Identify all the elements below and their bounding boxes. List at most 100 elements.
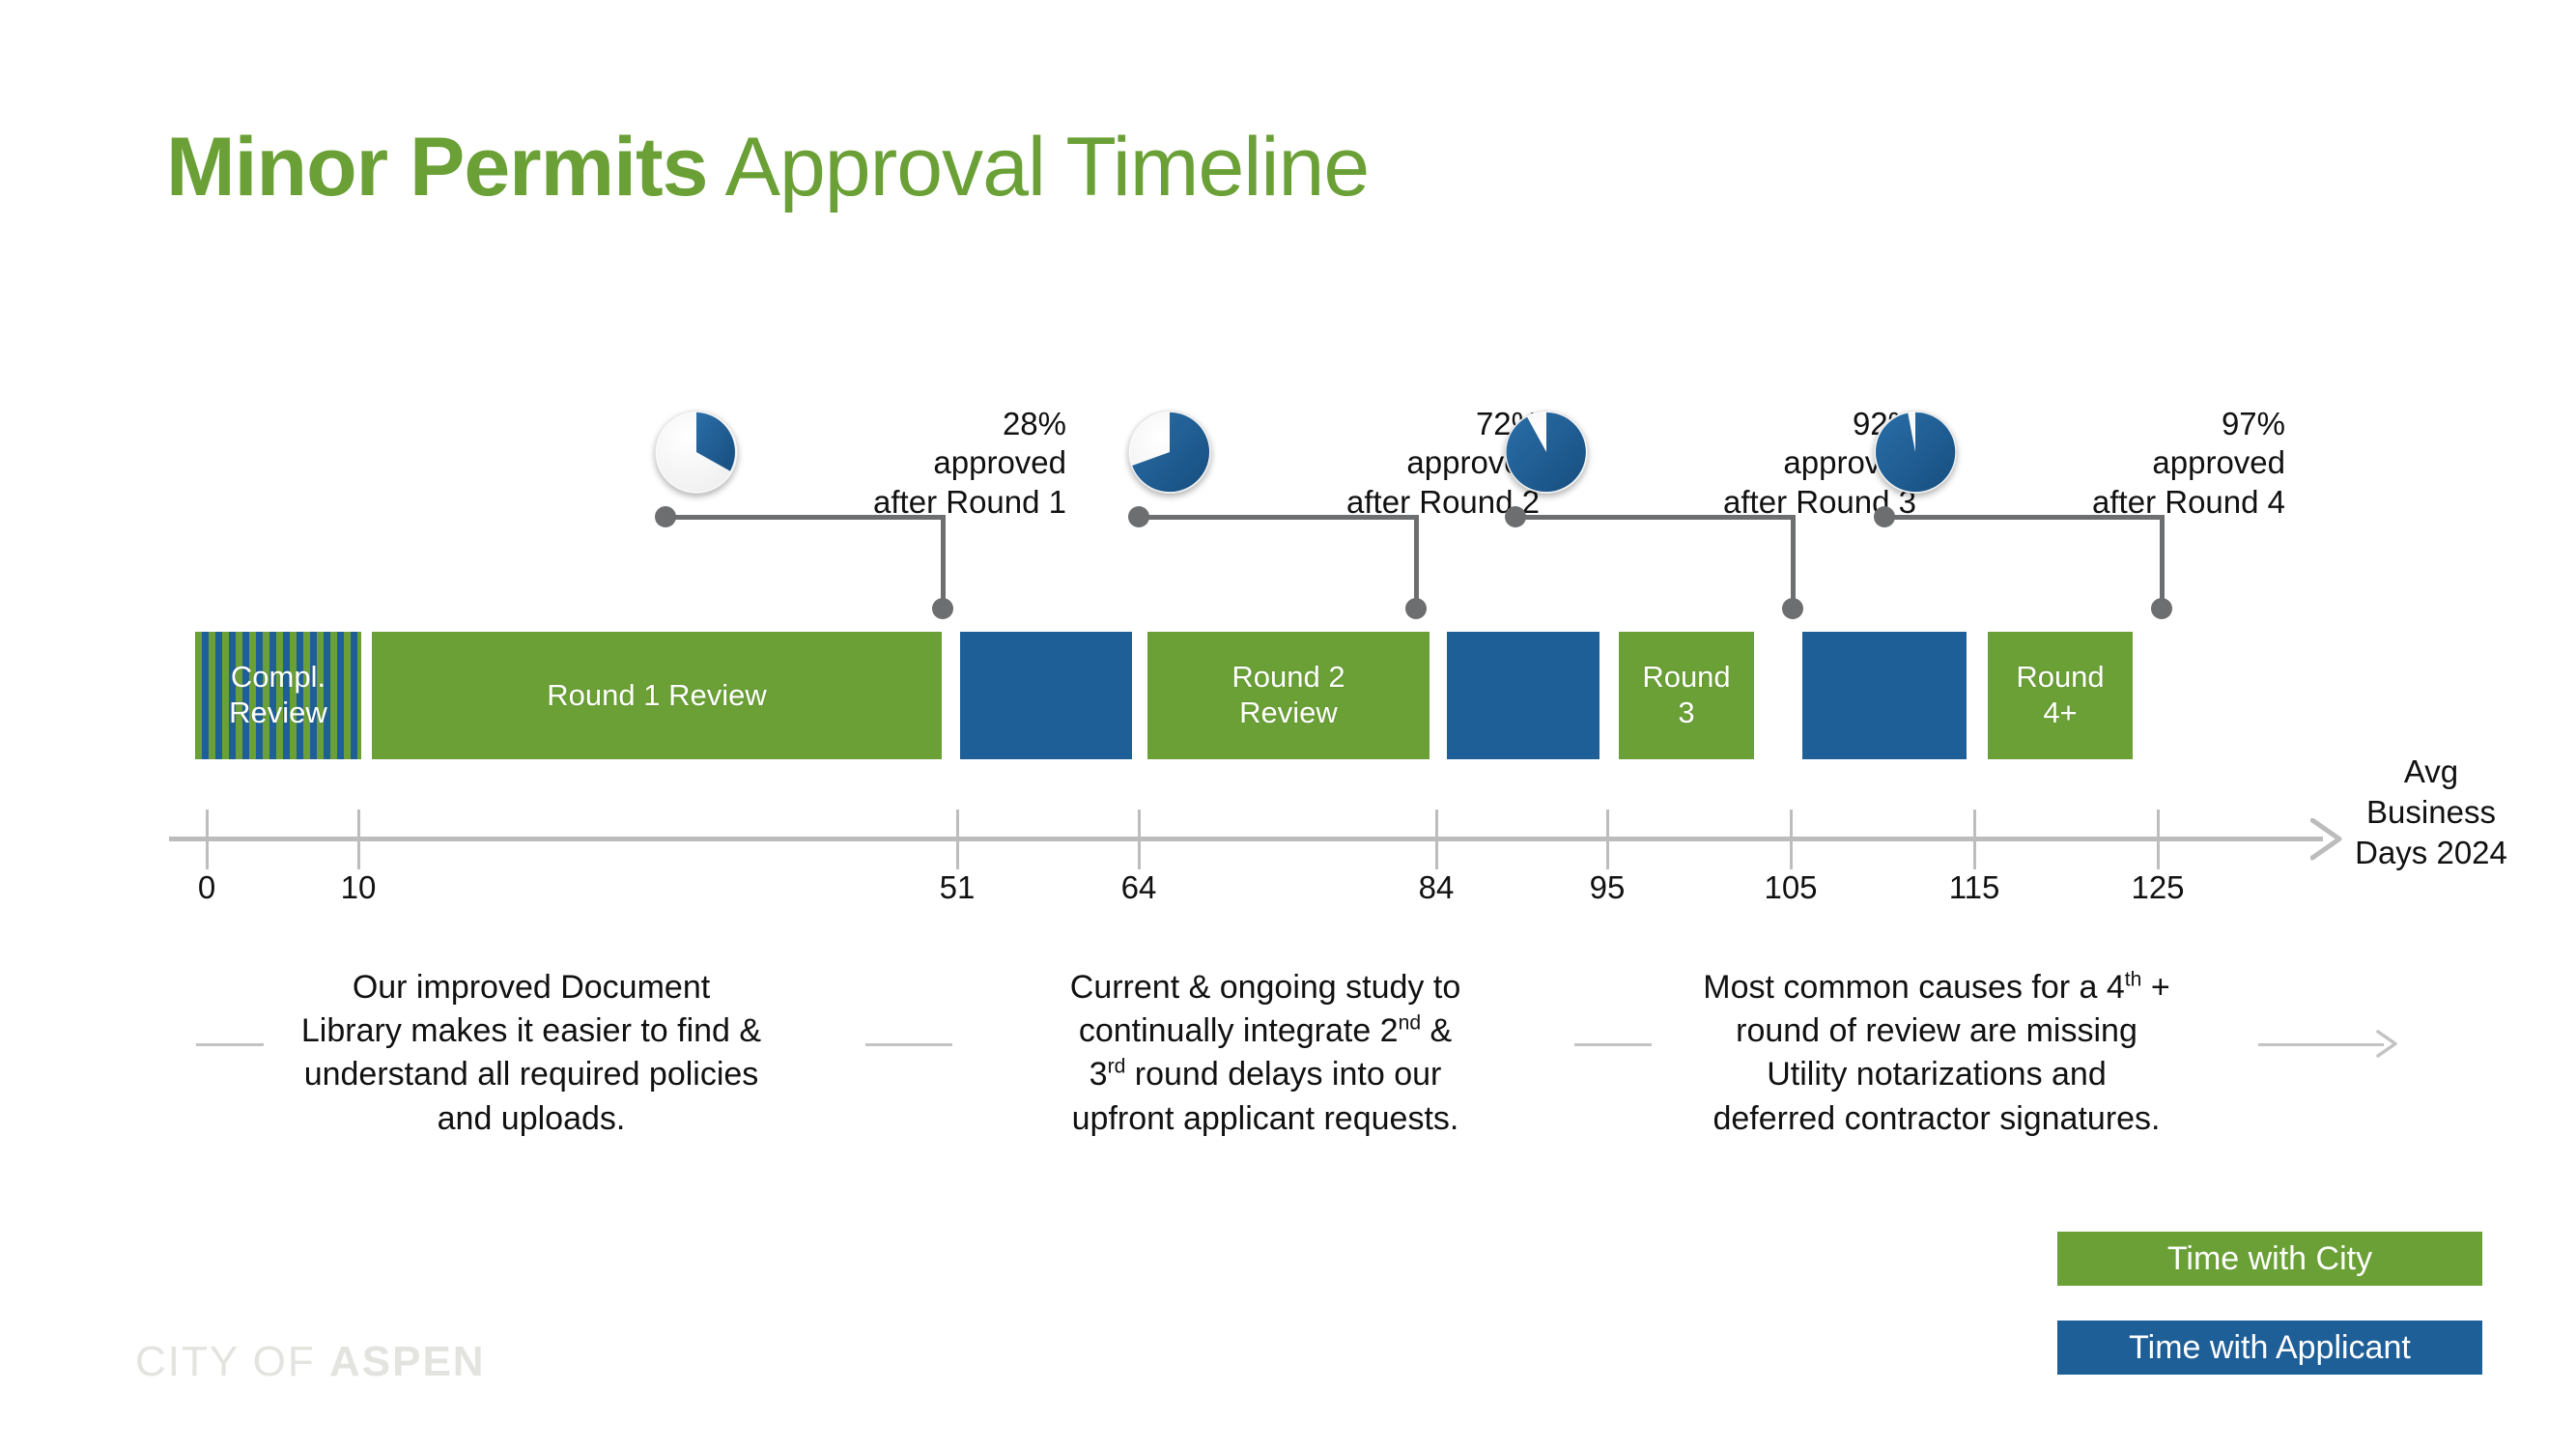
caption-2-line3: 3rd round delays into our <box>976 1053 1555 1096</box>
caption-2-line3-b: round delays into our <box>1125 1056 1442 1094</box>
bar-round-1-review[interactable]: Round 1 Review <box>372 632 942 759</box>
caption-2-line3-sup: rd <box>1107 1056 1126 1079</box>
caption-2-line2: continually integrate 2nd & <box>976 1009 1555 1053</box>
city-of-aspen-logo: CITY OF ASPEN <box>135 1338 486 1386</box>
axis-label-84: 84 <box>1418 869 1455 905</box>
round-2-line1: Round 2 <box>1231 660 1345 695</box>
caption-2: Current & ongoing study to continually i… <box>976 966 1555 1141</box>
title-light: Approval Timeline <box>707 121 1371 213</box>
axis-title-line3: Days 2024 <box>2355 835 2507 871</box>
round-3-line2: 3 <box>1678 696 1695 729</box>
compl-review-line2: Review <box>229 696 327 729</box>
caption-3-line4: deferred contractor signatures. <box>1713 1099 2161 1137</box>
axis-tick-51 <box>956 810 959 869</box>
axis-title-line1: Avg <box>2403 753 2459 789</box>
round-4-line2: 4+ <box>2043 696 2078 729</box>
axis-label-10: 10 <box>340 869 377 905</box>
caption-3-line3: Utility notarizations and <box>1767 1056 2107 1094</box>
axis-tick-84 <box>1435 810 1438 869</box>
pie-chart-round-2 <box>1128 411 1211 494</box>
legend-time-with-applicant[interactable]: Time with Applicant <box>2057 1321 2482 1375</box>
leader-hline-3 <box>1514 515 1796 520</box>
pie-chart-round-3 <box>1505 411 1588 494</box>
axis-tick-125 <box>2157 810 2160 869</box>
caption-3-line1-sup: th <box>2124 968 2142 991</box>
pie-wrap-1 <box>655 411 738 494</box>
caption-1-line2: Library makes it easier to find & <box>300 1012 762 1050</box>
axis-tick-115 <box>1973 810 1976 869</box>
bar-round-4-plus[interactable]: Round 4+ <box>1988 632 2133 759</box>
bar-round-2-review[interactable]: Round 2 Review <box>1147 632 1430 759</box>
axis-tick-0 <box>206 810 209 869</box>
bar-label-compl-review: Compl. Review <box>229 660 327 730</box>
caption-2-line2-sup: nd <box>1398 1011 1422 1035</box>
axis-label-105: 105 <box>1764 869 1818 905</box>
caption-arrow-icon <box>2376 1030 2409 1064</box>
axis-tick-95 <box>1606 810 1609 869</box>
bar-label-round-1: Round 1 Review <box>547 677 767 712</box>
axis-title: Avg Business Days 2024 <box>2320 752 2542 874</box>
caption-1-line1: Our improved Document <box>352 969 711 1006</box>
pie-chart-round-1 <box>655 411 738 494</box>
legend-applicant-label: Time with Applicant <box>2129 1328 2411 1366</box>
callout-line2-4: approved <box>2152 444 2285 481</box>
caption-2-line2-a: continually integrate 2 <box>1078 1012 1399 1050</box>
callout-line2-1: approved <box>933 444 1066 481</box>
axis-tick-10 <box>357 810 360 869</box>
leader-hline-2 <box>1137 515 1419 520</box>
axis-label-115: 115 <box>1948 869 2000 905</box>
axis-label-64: 64 <box>1120 869 1157 905</box>
leader-dot-end-1 <box>932 598 953 619</box>
bar-label-round-2: Round 2 Review <box>1231 660 1345 730</box>
callout-text-1: 28% approved after Round 1 <box>748 405 1066 522</box>
caption-2-line2-b: & <box>1421 1012 1453 1050</box>
pie-chart-round-4 <box>1874 411 1957 494</box>
callout-text-4: 97% approved after Round 4 <box>1967 405 2285 522</box>
caption-3-line1-a: Most common causes for a 4 <box>1703 969 2125 1006</box>
caption-3-line2: round of review are missing <box>1736 1012 2137 1050</box>
leader-vline-2 <box>1414 515 1419 607</box>
round-2-line2: Review <box>1239 696 1338 729</box>
caption-1-line4: and uploads. <box>437 1099 626 1137</box>
pie-wrap-2 <box>1128 411 1211 494</box>
compl-review-line1: Compl. <box>230 660 326 695</box>
callout-percent-1: 28% <box>1002 406 1066 441</box>
leader-hline-4 <box>1882 515 2165 520</box>
bar-applicant-gap-3[interactable] <box>1802 632 1967 759</box>
leader-dot-end-4 <box>2151 598 2172 619</box>
bar-round-3[interactable]: Round 3 <box>1619 632 1754 759</box>
caption-connector-1 <box>196 1043 264 1046</box>
axis-label-95: 95 <box>1589 869 1626 905</box>
caption-2-line1: Current & ongoing study to <box>1069 969 1461 1006</box>
leader-dot-end-2 <box>1405 598 1427 619</box>
page-title: Minor Permits Approval Timeline <box>166 121 1371 213</box>
bar-applicant-gap-1[interactable] <box>960 632 1132 759</box>
callout-percent-4: 97% <box>2221 406 2285 441</box>
round-3-line1: Round <box>1642 660 1731 695</box>
legend-time-with-city[interactable]: Time with City <box>2057 1232 2482 1286</box>
bar-label-round-4: Round 4+ <box>2016 660 2104 730</box>
caption-connector-2 <box>865 1043 952 1046</box>
round-4-line1: Round <box>2016 660 2105 695</box>
axis-label-125: 125 <box>2131 869 2185 905</box>
axis-line <box>169 837 2323 841</box>
bar-compl-review[interactable]: Compl. Review <box>195 632 361 759</box>
title-strong: Minor Permits <box>166 121 708 213</box>
leader-hline-1 <box>664 515 946 520</box>
caption-connector-4 <box>2258 1043 2384 1046</box>
leader-vline-1 <box>941 515 946 607</box>
callout-line3-1: after Round 1 <box>873 483 1066 520</box>
leader-vline-4 <box>2160 515 2165 607</box>
leader-dot-end-3 <box>1782 598 1803 619</box>
logo-light: CITY OF <box>135 1338 329 1385</box>
callout-line3-4: after Round 4 <box>2092 483 2285 520</box>
caption-3-line1: Most common causes for a 4th + <box>1632 966 2241 1009</box>
bar-applicant-gap-2[interactable] <box>1447 632 1599 759</box>
axis-label-51: 51 <box>939 869 976 905</box>
pie-wrap-4 <box>1874 411 1957 494</box>
caption-1-line3: understand all required policies <box>303 1056 759 1094</box>
pie-wrap-3 <box>1505 411 1588 494</box>
legend-city-label: Time with City <box>2166 1239 2373 1277</box>
